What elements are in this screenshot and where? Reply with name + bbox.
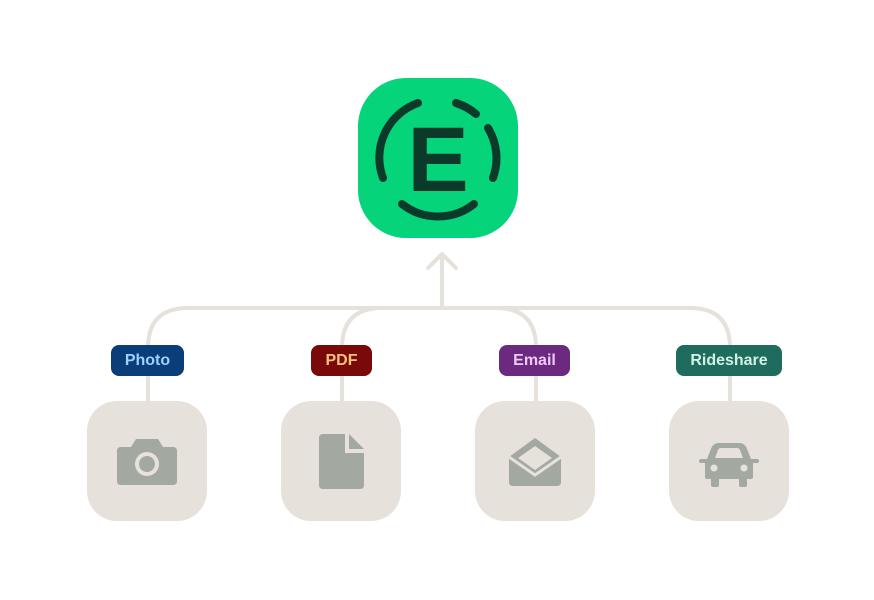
- camera-icon: [117, 439, 177, 485]
- envelope-open-icon: [508, 438, 562, 486]
- expensify-app-icon: E: [358, 78, 518, 238]
- badge-photo: Photo: [111, 345, 184, 376]
- badge-email-label: Email: [513, 352, 556, 369]
- logo-letter: E: [407, 109, 468, 211]
- car-icon: [699, 443, 759, 487]
- badge-photo-label: Photo: [124, 352, 171, 369]
- source-tile-rideshare: [669, 401, 789, 521]
- document-icon: [319, 434, 364, 489]
- source-tile-email: [475, 401, 595, 521]
- badge-rideshare-label: Rideshare: [690, 352, 768, 369]
- arrow-head-icon: [426, 252, 458, 270]
- expensify-logo-icon: E: [375, 99, 501, 221]
- badge-pdf: PDF: [311, 345, 372, 376]
- badge-pdf-label: PDF: [325, 352, 358, 369]
- badge-email: Email: [499, 345, 570, 376]
- badge-rideshare: Rideshare: [676, 345, 782, 376]
- source-tile-pdf: [281, 401, 401, 521]
- source-tile-photo: [87, 401, 207, 521]
